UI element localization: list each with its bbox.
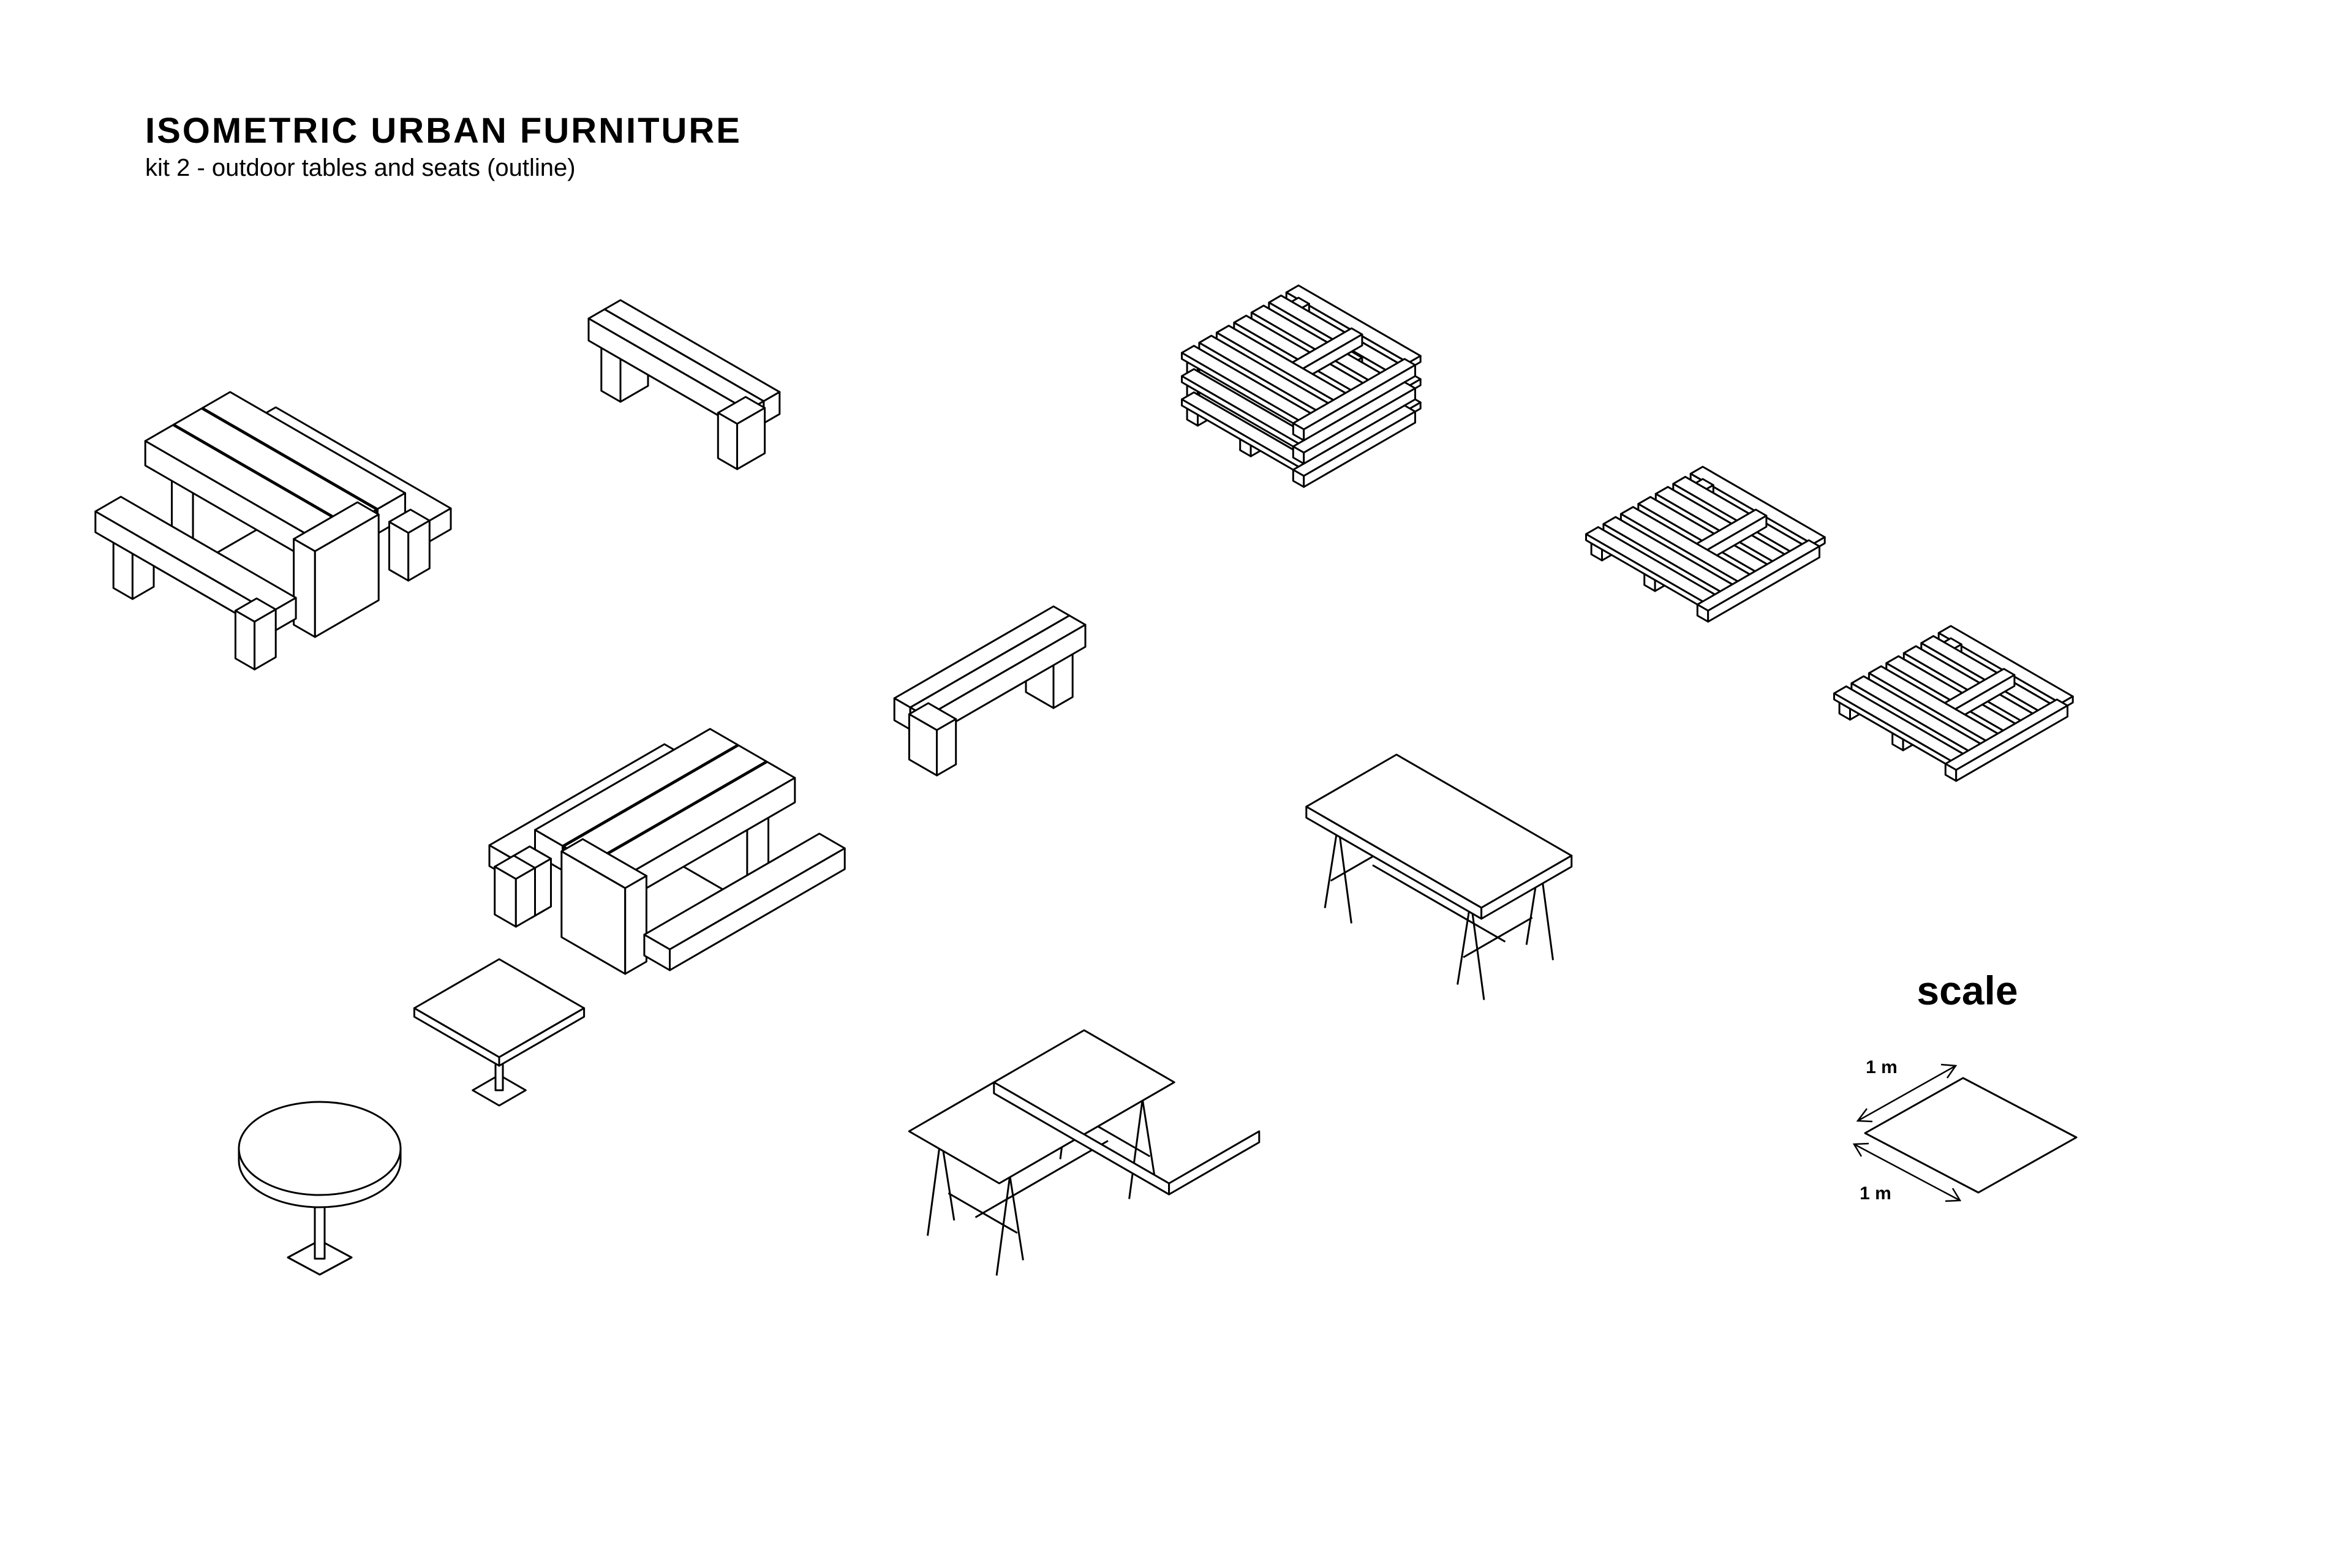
bench-support bbox=[908, 702, 957, 777]
table-top bbox=[908, 1029, 1261, 1196]
table-top bbox=[1305, 753, 1573, 920]
table-legs bbox=[1324, 783, 1554, 1000]
pallet-block bbox=[1292, 358, 1416, 442]
pallet-block bbox=[1696, 539, 1820, 623]
long-table-left bbox=[908, 1029, 1261, 1276]
scale-depth-arrow bbox=[1852, 1142, 1962, 1202]
table-support bbox=[560, 838, 647, 975]
bench-middle bbox=[893, 605, 1087, 777]
bench-support bbox=[388, 508, 431, 582]
table-beam bbox=[144, 424, 349, 568]
page-title: ISOMETRIC URBAN FURNITURE bbox=[145, 111, 742, 151]
pallet-stack bbox=[1181, 284, 1422, 488]
furniture-group bbox=[94, 284, 2074, 1276]
bench-support bbox=[494, 854, 536, 928]
bench-beam bbox=[643, 832, 846, 971]
bench-support bbox=[717, 396, 766, 470]
bench-top bbox=[587, 299, 781, 470]
scale-legend: scale 1 m 1 m bbox=[1852, 968, 2078, 1204]
table-support bbox=[293, 501, 380, 638]
pallet-block bbox=[1944, 698, 2068, 782]
pallet-single-lower bbox=[1833, 625, 2074, 782]
scale-depth-label: 1 m bbox=[1860, 1183, 1891, 1204]
scale-square bbox=[1864, 1077, 2078, 1194]
picnic-set-left bbox=[94, 391, 452, 671]
page-subtitle: kit 2 - outdoor tables and seats (outlin… bbox=[145, 154, 576, 181]
round-table bbox=[238, 1101, 402, 1276]
scale-width-arrow bbox=[1856, 1063, 1958, 1123]
square-table bbox=[413, 958, 586, 1107]
scale-heading: scale bbox=[1917, 968, 2018, 1013]
pallet-block bbox=[1292, 381, 1416, 465]
picnic-set-center bbox=[488, 728, 846, 975]
pallet-single-upper bbox=[1585, 466, 1826, 623]
bench-support bbox=[234, 597, 277, 671]
long-table-right bbox=[1305, 753, 1573, 1000]
scale-width-label: 1 m bbox=[1866, 1057, 1898, 1077]
bench-beam bbox=[909, 614, 1087, 740]
